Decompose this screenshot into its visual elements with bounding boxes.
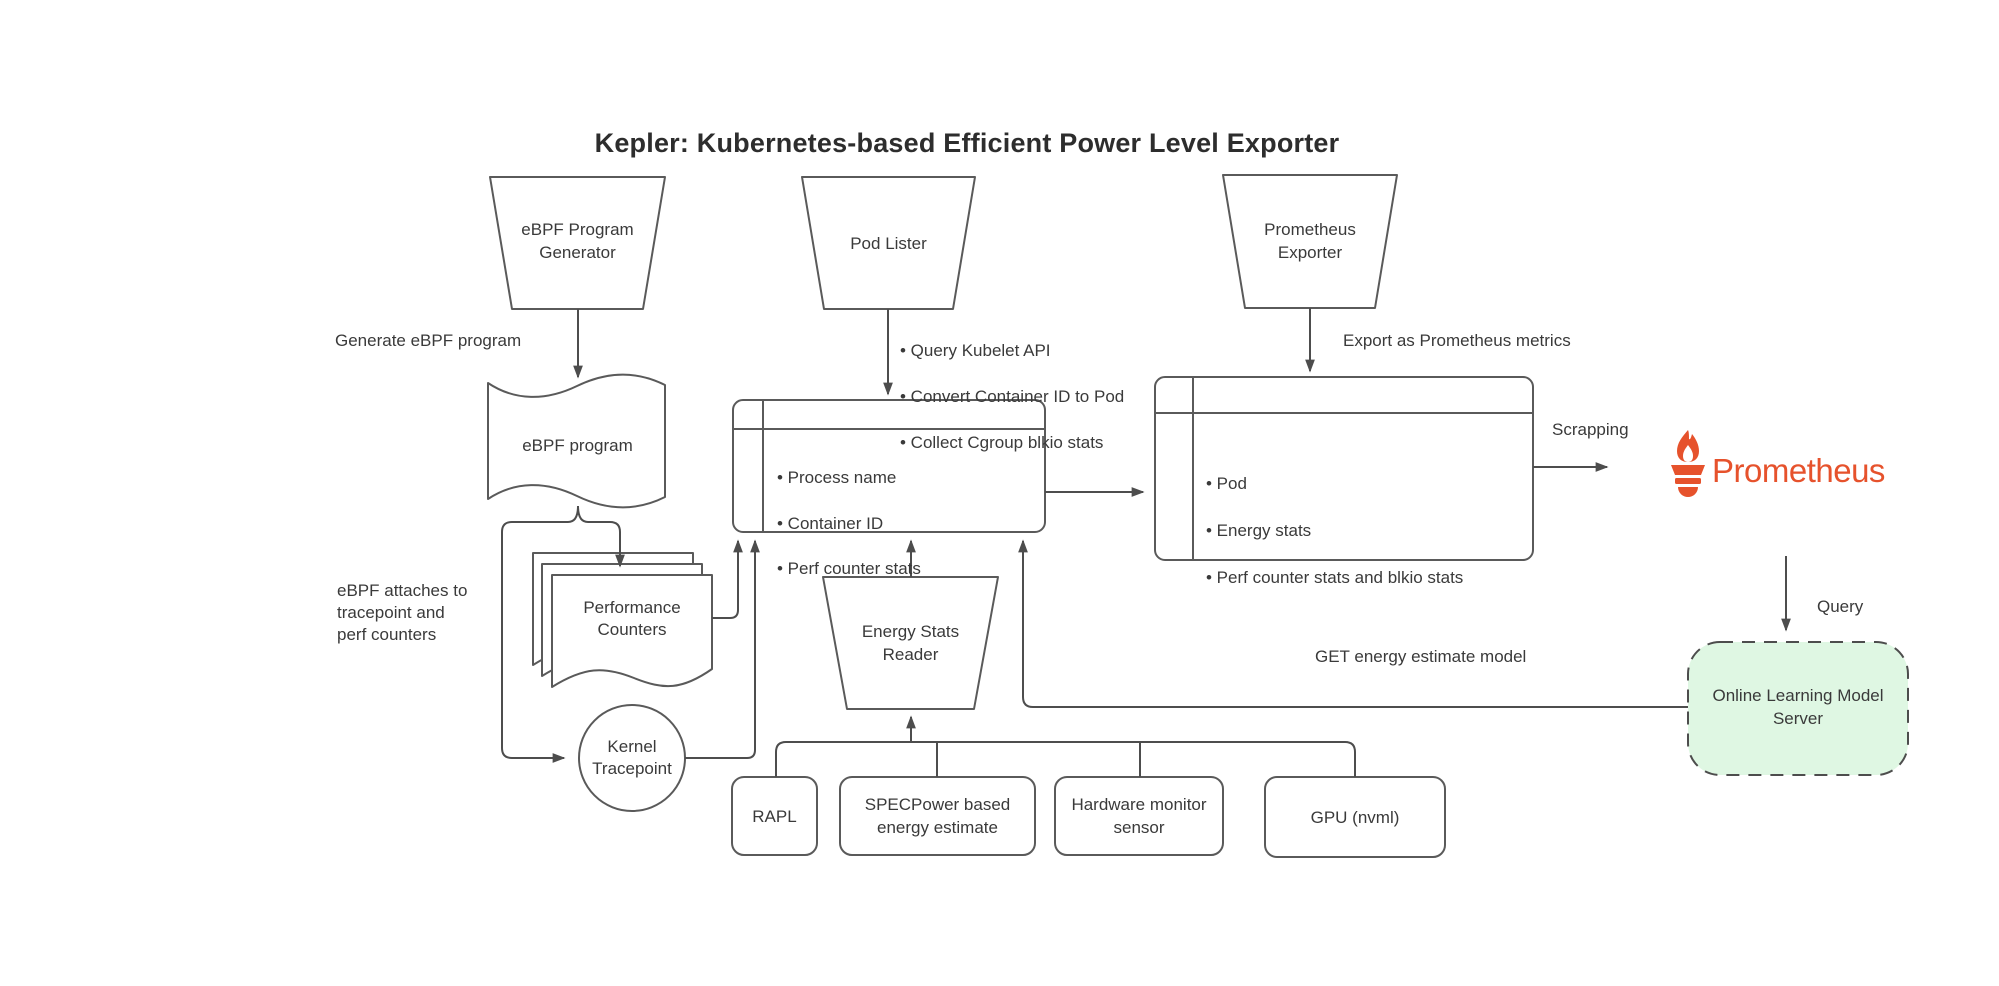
- rapl-box: [731, 776, 818, 856]
- annotation-scrapping: Scrapping: [1552, 420, 1629, 439]
- annotation-ebpf-attaches: eBPF attaches to tracepoint and perf cou…: [337, 581, 468, 644]
- process-table-item: • Container ID: [777, 513, 884, 533]
- process-table-box: [732, 399, 1046, 533]
- arrow-ebpf-to-kernel-tracepoint: [501, 505, 579, 763]
- energy-stats-reader-shape: [822, 576, 999, 710]
- bus-energy-sources: [775, 741, 1356, 777]
- prometheus-logo-icon: [1671, 430, 1705, 497]
- process-table-item: • Perf counter stats: [777, 559, 921, 579]
- performance-counters-sheet-front: [551, 574, 713, 688]
- pod-table-item: • Energy stats: [1206, 521, 1312, 541]
- energy-stats-reader-label: Energy Stats Reader: [861, 622, 960, 664]
- pod-table-item: • Perf counter stats and blkio stats: [1206, 568, 1464, 588]
- annotation-export-metrics: Export as Prometheus metrics: [1343, 331, 1571, 350]
- ebpf-program-label: eBPF program: [522, 436, 633, 455]
- annotation-query: Query: [1817, 597, 1864, 616]
- pod-lister-note: • Convert Container ID to Pod: [900, 387, 1125, 407]
- prometheus-exporter-shape: [1222, 174, 1398, 309]
- gpu-label: GPU (nvml): [1310, 808, 1400, 827]
- prometheus-exporter-label: Prometheus Exporter: [1264, 220, 1356, 262]
- arrow-model-server-to-process-table: [1018, 539, 1688, 708]
- process-table-items: • Process name • Container ID • Perf cou…: [777, 444, 921, 603]
- ebpf-program-shape: [487, 373, 666, 509]
- pod-lister-note: • Collect Cgroup blkio stats: [900, 433, 1104, 453]
- arrow-performance-counters-to-process-table: [712, 539, 743, 619]
- online-learning-model-server-label: Online Learning Model Server: [1712, 686, 1884, 728]
- hardware-monitor-label: Hardware monitor sensor: [1071, 795, 1207, 837]
- annotation-get-model: GET energy estimate model: [1315, 647, 1527, 666]
- pod-lister-shape: [801, 176, 976, 310]
- torch-base-dome: [1678, 487, 1698, 497]
- prometheus-logo-text: Prometheus: [1712, 452, 1885, 489]
- pod-table-item: • Pod: [1206, 474, 1247, 494]
- torch-bar: [1675, 478, 1701, 484]
- pod-lister-note: • Query Kubelet API: [900, 341, 1051, 361]
- pod-table-box: [1154, 376, 1534, 561]
- flame-inner-notch: [1683, 445, 1693, 462]
- performance-counters-label: Performance Counters: [583, 598, 681, 639]
- arrow-kernel-tracepoint-to-process-table: [685, 539, 760, 759]
- diagram-title: Kepler: Kubernetes-based Efficient Power…: [594, 128, 1340, 158]
- ebpf-program-generator-label: eBPF Program Generator: [521, 220, 634, 262]
- arrow-ebpf-to-performance-counters: [577, 505, 625, 568]
- rapl-label: RAPL: [752, 807, 797, 826]
- ebpf-program-generator-shape: [489, 176, 666, 310]
- specpower-label: SPECPower based energy estimate: [864, 795, 1011, 837]
- annotation-pod-lister-notes: • Query Kubelet API • Convert Container …: [900, 317, 1124, 477]
- torch-bowl: [1671, 465, 1705, 475]
- pod-lister-label: Pod Lister: [850, 234, 927, 253]
- online-learning-model-server-shape: [1687, 641, 1909, 776]
- process-table-item: • Process name: [777, 468, 897, 488]
- kernel-tracepoint-label: Kernel Tracepoint: [592, 737, 672, 778]
- annotation-generate-ebpf: Generate eBPF program: [335, 331, 522, 350]
- pod-table-items: • Pod • Energy stats • Perf counter stat…: [1206, 449, 1463, 612]
